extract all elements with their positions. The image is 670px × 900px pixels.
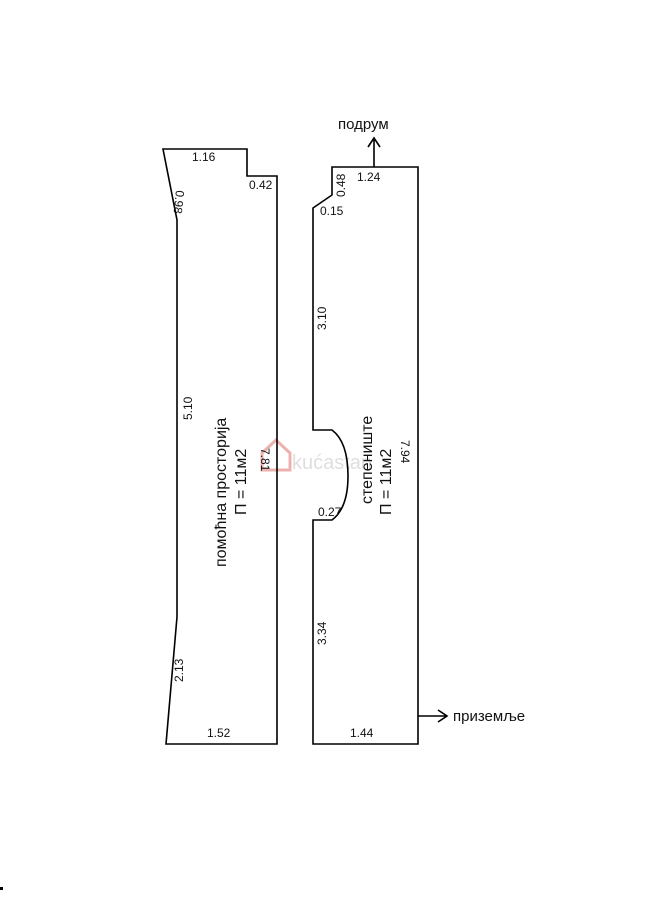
storage-room-outline <box>162 148 278 745</box>
corner-mark <box>0 887 3 890</box>
stairwell-outline <box>312 166 419 745</box>
stairwell-dim-step: 0.15 <box>320 204 344 218</box>
storage-room-area: П = 11м2 <box>233 449 250 515</box>
arrow-ground-floor-label: приземље <box>453 708 525 725</box>
stairwell-dim-bottom: 1.44 <box>350 726 374 740</box>
arrow-right-icon <box>418 709 449 723</box>
storage-dim-top: 1.16 <box>192 150 216 164</box>
stairwell-dim-left-upper: 3.10 <box>315 306 329 330</box>
stairwell-dim-middle-step: 0.27 <box>318 505 342 519</box>
watermark-text: kućastan <box>292 452 372 474</box>
storage-dim-left-bottom: 2.13 <box>172 658 186 682</box>
stairwell-room-name: степениште <box>359 416 376 504</box>
house-logo-icon <box>260 437 292 472</box>
storage-dim-notch: 0.42 <box>249 178 273 192</box>
storage-dim-bottom: 1.52 <box>207 726 231 740</box>
stairwell-dim-top-step: 0.48 <box>334 173 348 197</box>
stairwell-dim-top: 1.24 <box>357 170 381 184</box>
storage-dim-top-slant: 0.98 <box>171 190 187 215</box>
arrow-up-icon <box>367 136 381 167</box>
storage-room-name: помоћна просторија <box>213 418 230 567</box>
arrow-basement: подрум <box>338 116 389 167</box>
arrow-basement-label: подрум <box>338 116 389 133</box>
stairwell-room-area: П = 11м2 <box>378 449 395 515</box>
arrow-ground-floor: приземље <box>418 708 525 725</box>
stairwell-dim-right-long: 7.94 <box>398 440 412 464</box>
storage-dim-left-long: 5.10 <box>181 396 195 420</box>
stairwell-dim-left-lower: 3.34 <box>315 621 329 645</box>
watermark: kućastan <box>260 437 372 474</box>
storage-dim-right-long: 7.81 <box>258 448 272 472</box>
